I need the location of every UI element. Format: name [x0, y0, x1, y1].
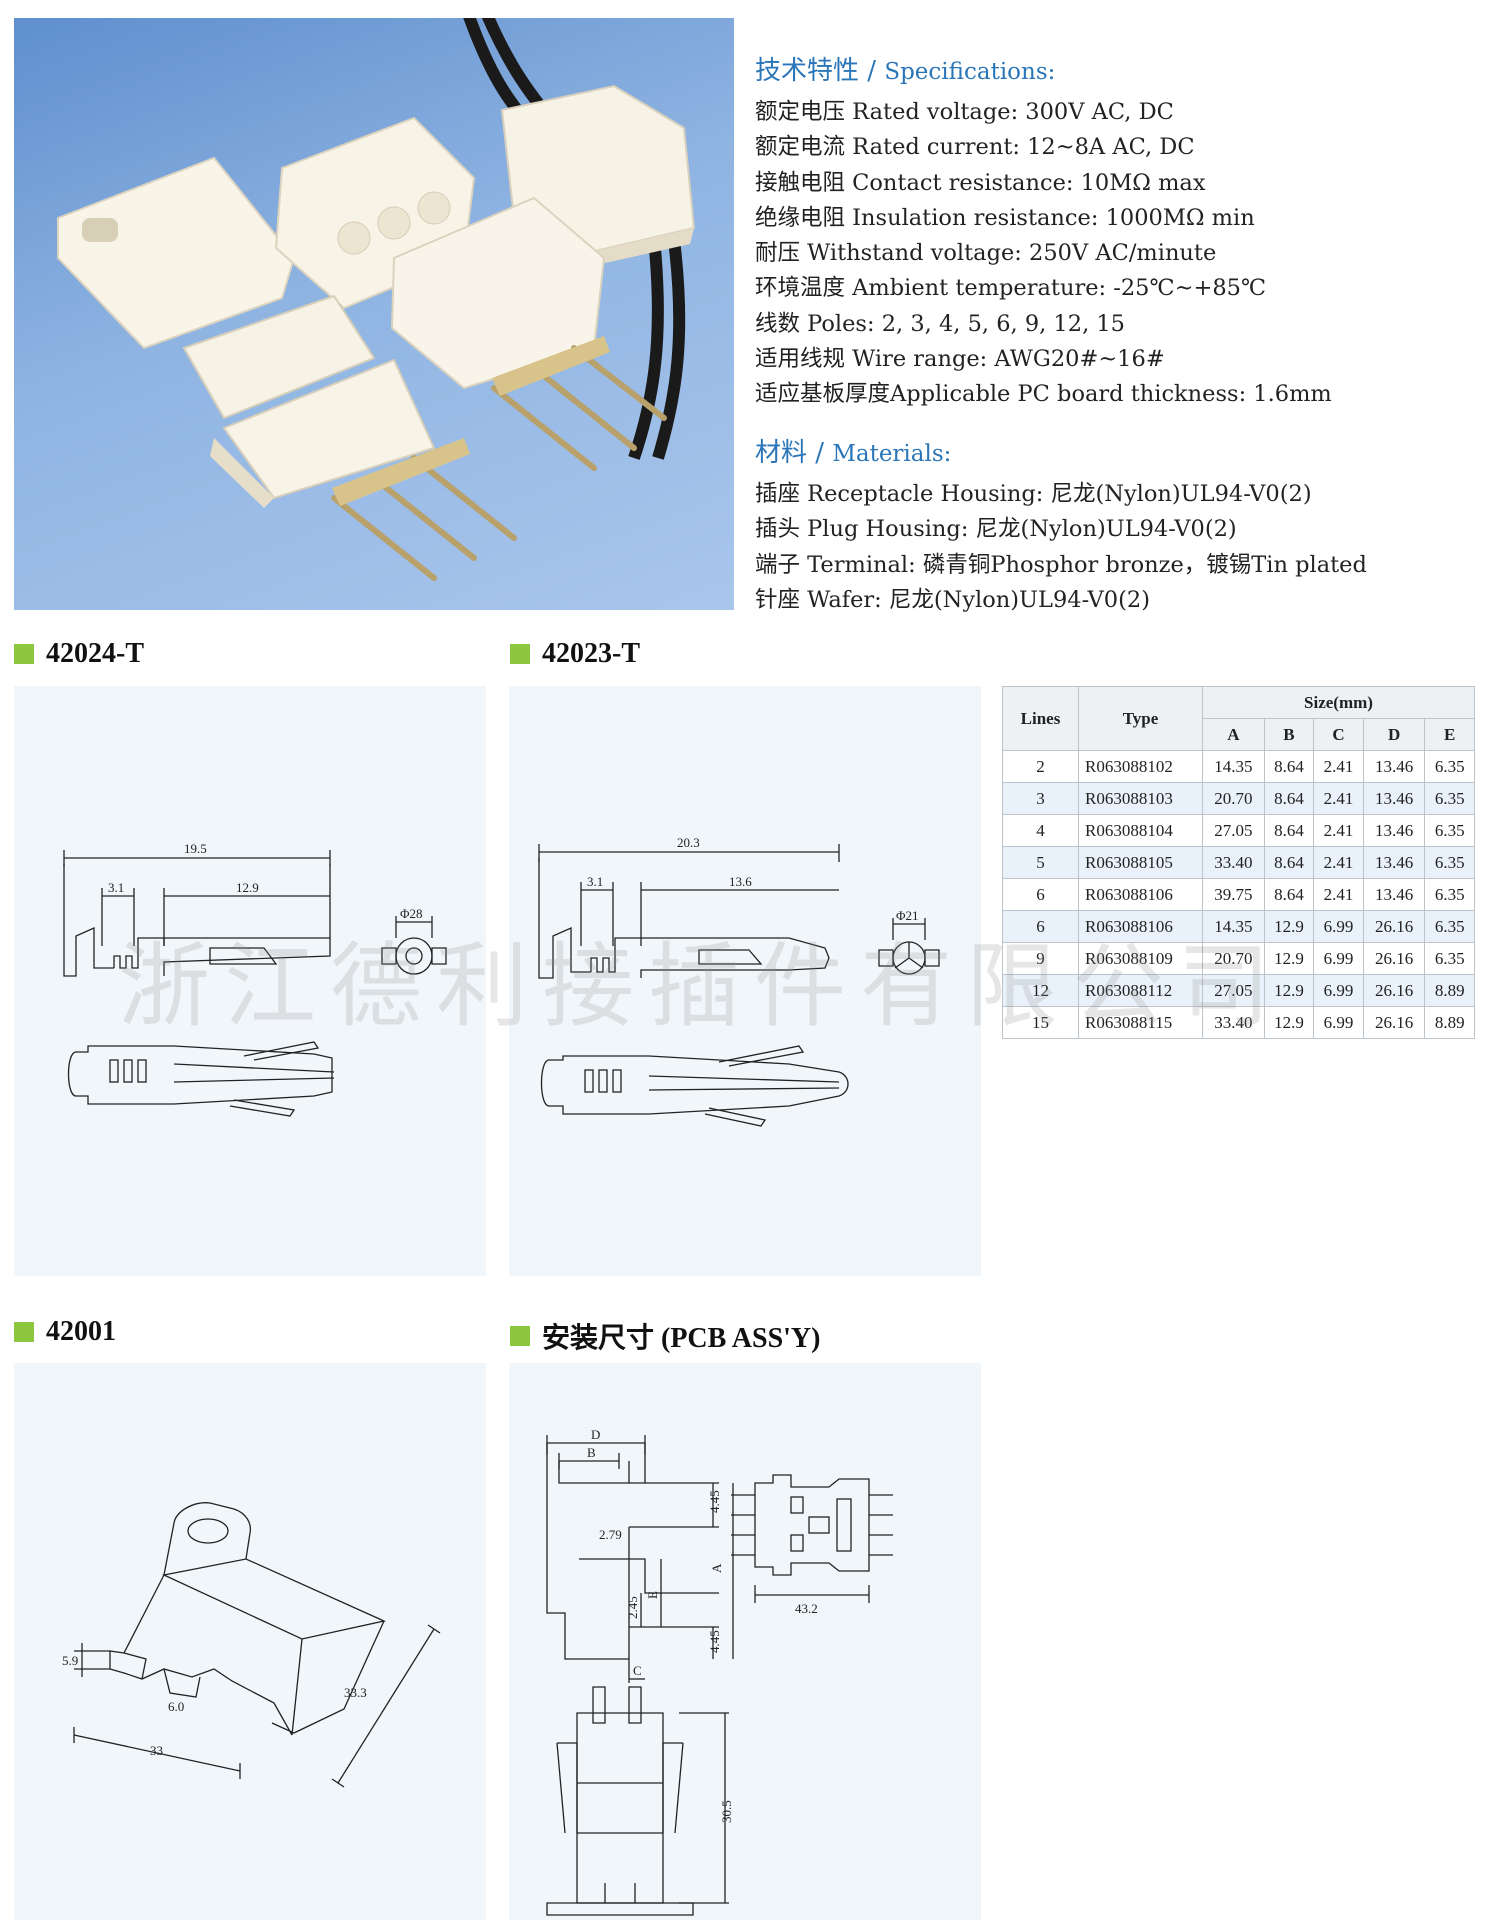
drawing-42001: 5.9 6.0 33 33.3 — [14, 1363, 486, 1920]
section-title-42024: 42024-T — [14, 638, 144, 670]
product-photo — [14, 18, 734, 610]
green-square-icon — [510, 644, 530, 664]
spec-line: 绝缘电阻 Insulation resistance: 1000MΩ min — [755, 204, 1255, 231]
material-line: 针座 Wafer: 尼龙(Nylon)UL94-V0(2) — [755, 586, 1150, 613]
col-d: D — [1362, 718, 1426, 751]
dim-c: C — [633, 1663, 642, 1678]
green-square-icon — [14, 644, 34, 664]
dim-e: E — [645, 1591, 660, 1599]
section-title-pcb: 安装尺寸 (PCB ASS'Y) — [510, 1316, 820, 1356]
dim-dia: Φ21 — [896, 908, 919, 923]
spec-line: 适用线规 Wire range: AWG20#~16# — [755, 346, 1165, 373]
dim-dia: Φ28 — [400, 906, 423, 921]
material-line: 插头 Plug Housing: 尼龙(Nylon)UL94-V0(2) — [755, 516, 1237, 543]
spec-line: 适应基板厚度Applicable PC board thickness: 1.6… — [755, 381, 1332, 408]
spec-line: 耐压 Withstand voltage: 250V AC/minute — [755, 240, 1217, 267]
materials-heading: 材料 / Materials: — [755, 438, 952, 468]
spec-line: 额定电流 Rated current: 12~8A AC, DC — [755, 134, 1195, 161]
green-square-icon — [510, 1326, 530, 1346]
dim-h: 30.5 — [719, 1800, 734, 1823]
material-line: 端子 Terminal: 磷青铜Phosphor bronze，镀锡Tin pl… — [755, 551, 1367, 578]
dim-a: 3.1 — [587, 874, 603, 889]
drawing-42024: 19.5 3.1 12.9 Φ28 — [14, 686, 486, 1276]
spec-line: 环境温度 Ambient temperature: -25℃~+85℃ — [755, 275, 1267, 302]
col-type: Type — [1078, 686, 1203, 751]
col-lines: Lines — [1002, 686, 1079, 751]
dim-b: B — [587, 1445, 596, 1460]
dim-p4: 4.45 — [707, 1630, 722, 1653]
spec-line: 额定电压 Rated voltage: 300V AC, DC — [755, 99, 1174, 125]
col-e: E — [1424, 718, 1475, 751]
section-title-42023: 42023-T — [510, 638, 640, 670]
col-c: C — [1313, 718, 1364, 751]
dim-p1: 4.45 — [707, 1490, 722, 1513]
dim-d: D — [591, 1427, 600, 1442]
green-square-icon — [14, 1322, 34, 1342]
dim-p3: 2.45 — [625, 1596, 640, 1619]
spec-line: 接触电阻 Contact resistance: 10MΩ max — [755, 169, 1206, 196]
dim-b: 13.6 — [729, 874, 752, 889]
material-line: 插座 Receptacle Housing: 尼龙(Nylon)UL94-V0(… — [755, 481, 1312, 507]
dim-w: 43.2 — [795, 1601, 818, 1616]
dim-b: 12.9 — [236, 880, 259, 895]
dim-slot: 6.0 — [168, 1699, 184, 1714]
col-b: B — [1263, 718, 1315, 751]
dim-a: A — [709, 1563, 724, 1573]
col-size: Size(mm) — [1202, 686, 1475, 719]
specifications-heading: 技术特性 / Specifications: — [755, 56, 1056, 86]
drawing-42023: 20.3 3.1 13.6 Φ21 — [509, 686, 981, 1276]
specifications-block: 技术特性 / Specifications: 额定电压 Rated voltag… — [755, 50, 1475, 413]
section-title-42001: 42001 — [14, 1316, 116, 1348]
dim-total: 19.5 — [184, 841, 207, 856]
drawing-pcb-assy: D B 2.79 4.45 A E 2.45 4.45 C 43.2 — [509, 1363, 981, 1920]
materials-block: 材料 / Materials: 插座 Receptacle Housing: 尼… — [755, 432, 1475, 618]
dim-a: 3.1 — [108, 880, 124, 895]
dim-h: 5.9 — [62, 1653, 78, 1668]
dim-d: 33.3 — [344, 1685, 367, 1700]
dim-p2: 2.79 — [599, 1527, 622, 1542]
col-a: A — [1202, 718, 1265, 751]
dim-w: 33 — [150, 1743, 163, 1758]
dim-total: 20.3 — [677, 835, 700, 850]
spec-line: 线数 Poles: 2, 3, 4, 5, 6, 9, 12, 15 — [755, 310, 1125, 337]
